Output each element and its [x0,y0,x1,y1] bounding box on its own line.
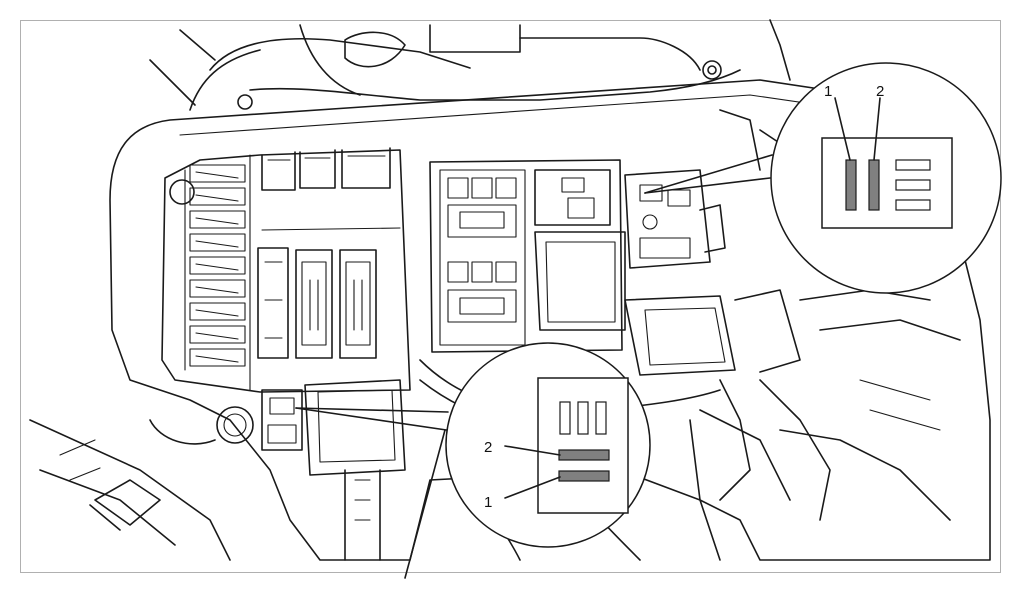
mini-fuse-block-lower [447,261,517,323]
top-callout: 1 2 [644,62,1002,294]
bottom-terminal-1 [558,470,610,482]
mini-fuse-block-upper [447,177,517,238]
top-callout-label-2: 2 [876,83,884,100]
top-fuse-housing [821,137,953,229]
relay-row-top [261,147,401,231]
top-terminal-1 [845,159,857,211]
top-terminal-2 [868,159,880,211]
bottom-callout: 2 1 [295,342,651,579]
top-callout-label-1: 1 [824,83,832,100]
bottom-fuse-housing [537,377,629,514]
bottom-slot-2 [577,401,589,435]
top-slot-2 [895,179,931,191]
bottom-terminal-2 [558,449,610,461]
top-slot-1 [895,159,931,171]
top-slot-3 [895,199,931,211]
bottom-slot-1 [559,401,571,435]
fuse-row-left [189,164,246,367]
bottom-callout-label-1: 1 [484,494,492,511]
relay-row-middle [257,247,377,359]
bottom-callout-label-2: 2 [484,439,492,456]
bottom-slot-3 [595,401,607,435]
